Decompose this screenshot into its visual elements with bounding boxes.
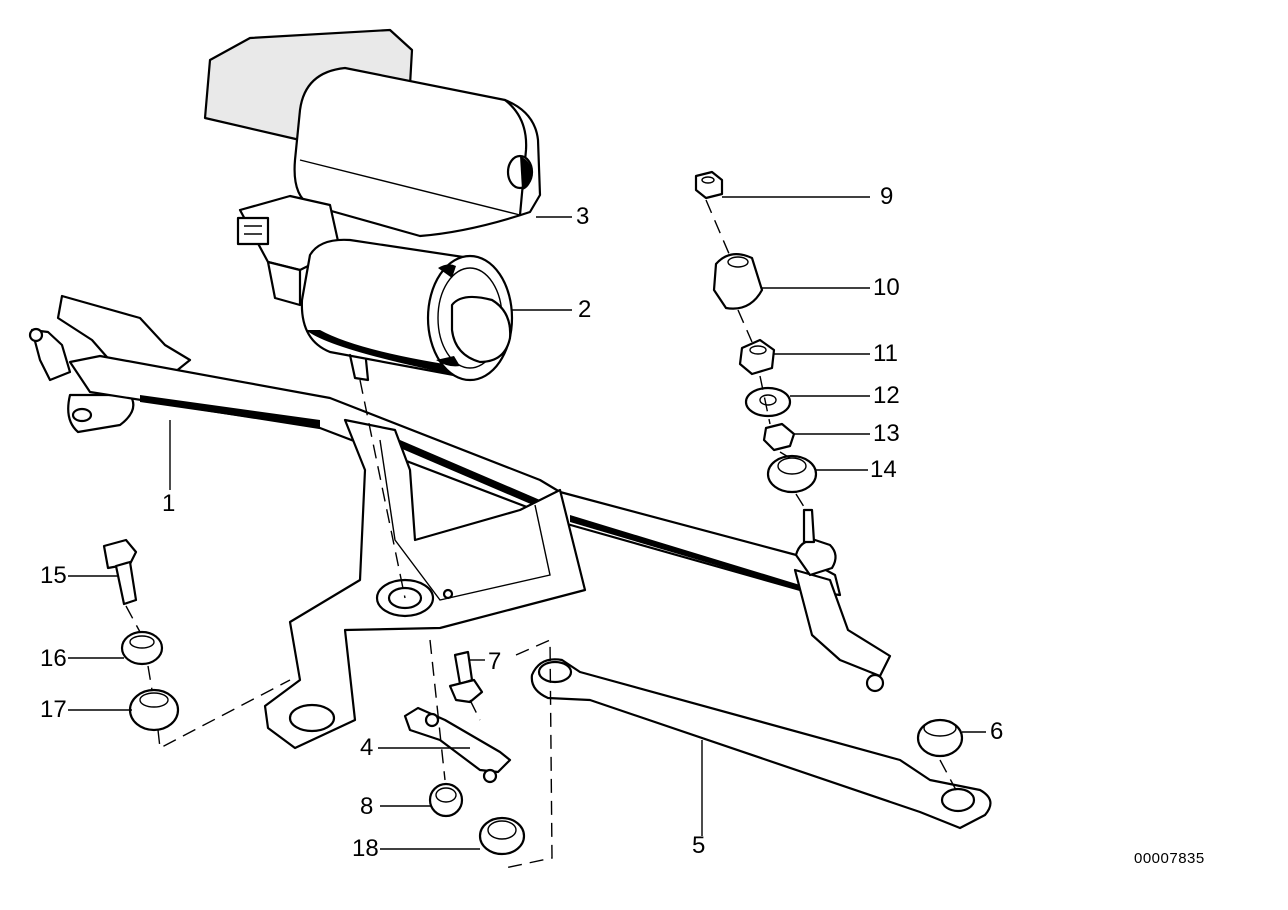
part-12-washer [744, 386, 792, 418]
assembly-lines [125, 199, 957, 869]
part-16-bushing [120, 630, 164, 666]
callout-12: 12 [873, 382, 900, 409]
callout-17: 17 [40, 696, 67, 723]
part-1-linkage-frame [28, 294, 892, 750]
callout-18: 18 [352, 835, 379, 862]
callout-14: 14 [870, 456, 897, 483]
part-18-nut [478, 816, 526, 856]
callout-2: 2 [578, 296, 592, 323]
part-13-nut [762, 422, 796, 452]
part-6-nut [916, 718, 964, 758]
drawing-number: 00007835 [1134, 850, 1205, 867]
leader-lines [68, 196, 986, 850]
callout-6: 6 [990, 718, 1004, 745]
callout-3: 3 [576, 203, 590, 230]
callout-5: 5 [692, 832, 706, 859]
callout-9: 9 [880, 183, 894, 210]
part-8-nut [428, 782, 464, 818]
callout-11: 11 [873, 340, 898, 367]
part-5-crank-arm [530, 658, 992, 830]
callout-10: 10 [873, 274, 900, 301]
callout-15: 15 [40, 562, 67, 589]
part-4-plate [403, 706, 512, 784]
callout-7: 7 [488, 648, 502, 675]
part-10-cap [712, 253, 764, 310]
callout-8: 8 [360, 793, 374, 820]
part-15-bolt [102, 538, 138, 606]
part-7-bolt [448, 650, 484, 704]
part-9-nut [694, 170, 724, 200]
callout-1: 1 [162, 490, 176, 517]
callout-16: 16 [40, 645, 67, 672]
part-14-bushing [766, 454, 818, 494]
part-2-wiper-motor [236, 194, 514, 382]
callout-13: 13 [873, 420, 900, 447]
callout-4: 4 [360, 734, 374, 761]
part-17-grommet [128, 688, 180, 732]
part-11-nut [738, 338, 776, 376]
